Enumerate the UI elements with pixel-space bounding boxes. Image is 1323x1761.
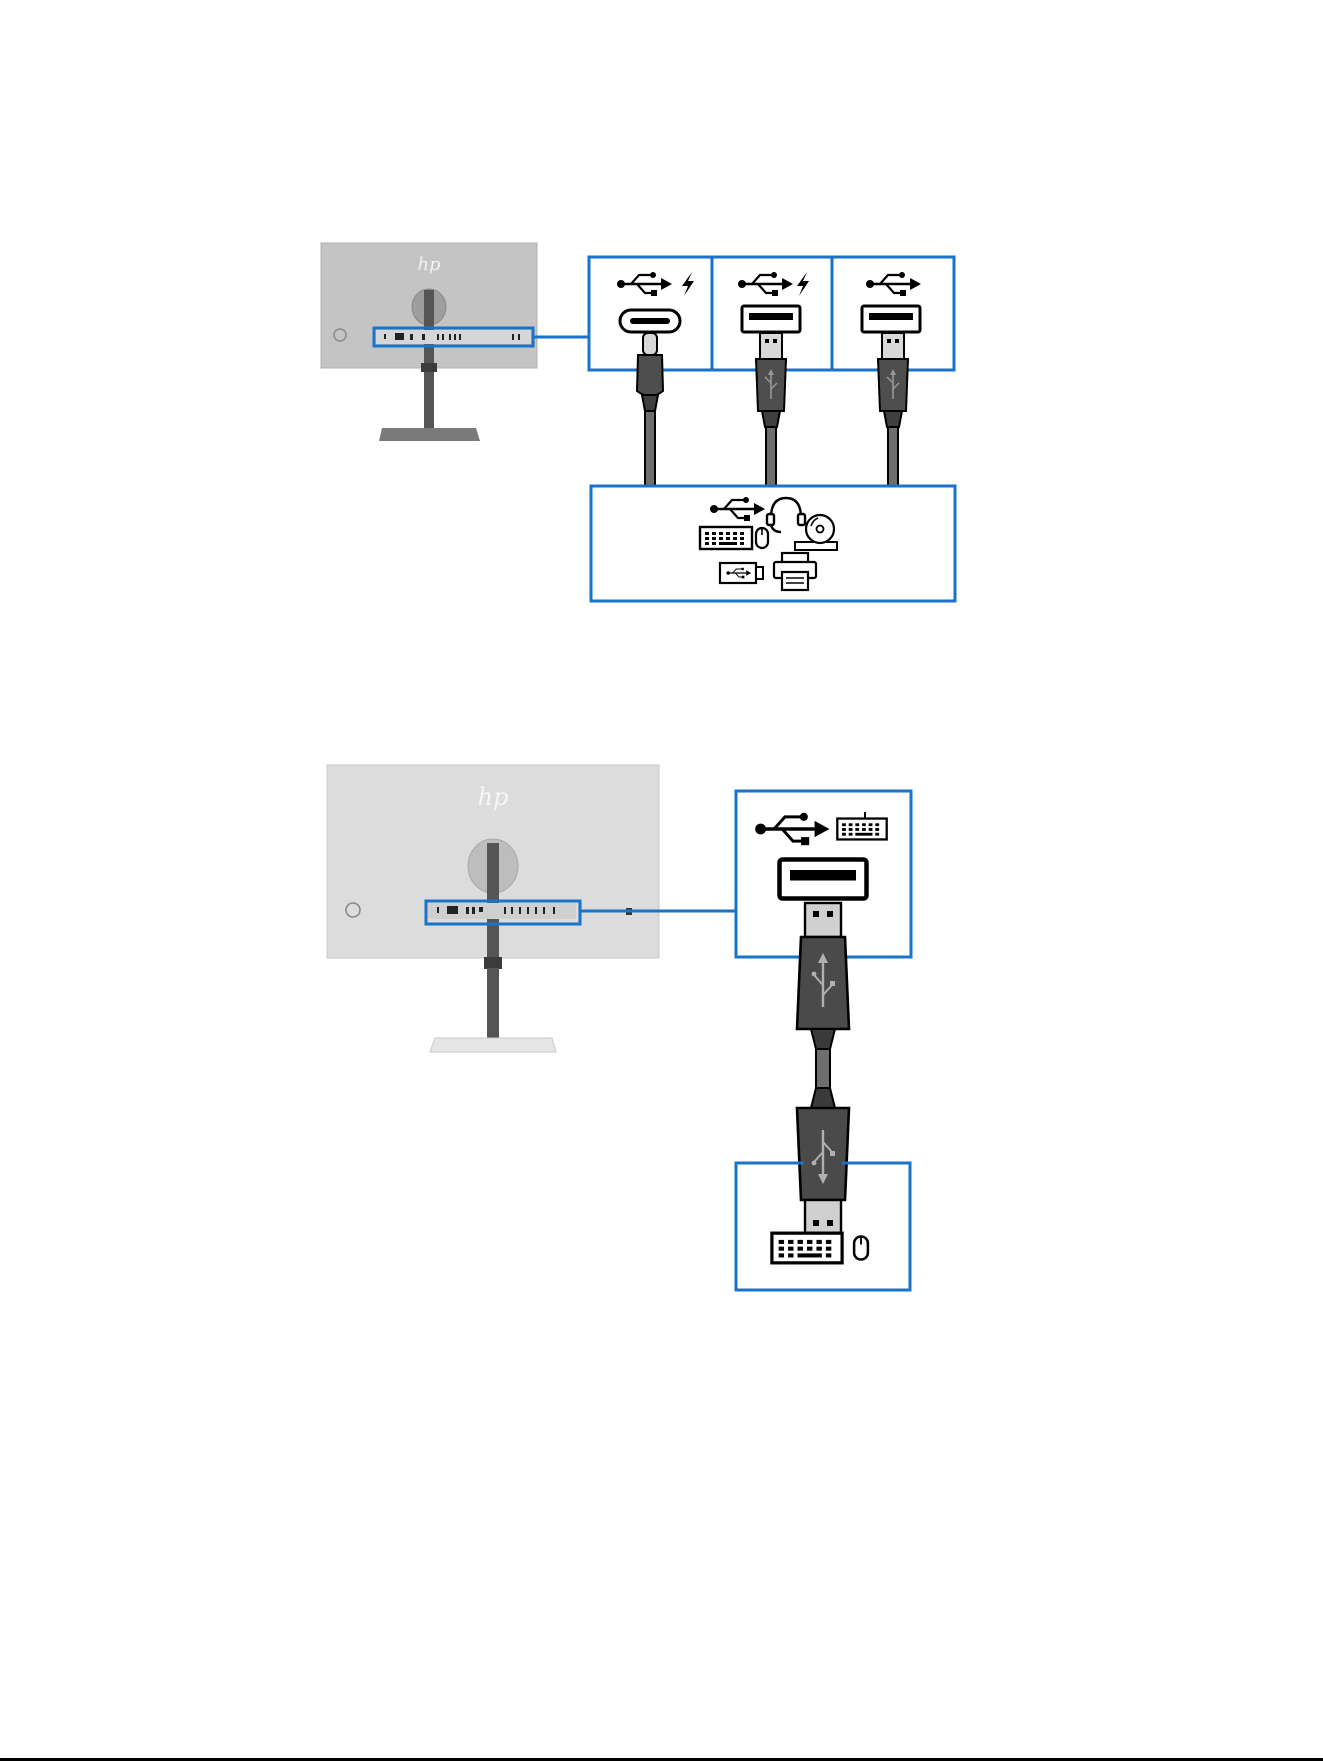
keyboard-icon xyxy=(837,819,886,840)
mouse-icon xyxy=(854,1237,868,1260)
hp-logo-icon: hp xyxy=(417,254,441,275)
usb-a-port-icon xyxy=(780,860,867,899)
usb-figure-bottom: hp xyxy=(327,765,911,1290)
usb-figure-top: hp xyxy=(321,243,955,601)
usb-a-plug-icon xyxy=(797,1108,849,1200)
hp-logo-icon: hp xyxy=(478,783,509,811)
monitor-back-top: hp xyxy=(321,243,537,380)
keyboard-icon xyxy=(772,1233,842,1263)
usb-a-plug-icon xyxy=(797,937,849,1029)
usb-a-port-icon xyxy=(742,306,800,332)
keyboard-icon xyxy=(700,527,752,549)
devices-callout-top xyxy=(591,486,955,601)
mouse-icon xyxy=(756,528,768,548)
monitor-back-bottom: hp xyxy=(327,765,659,969)
stand-top xyxy=(379,372,480,441)
stand-bottom xyxy=(430,968,556,1052)
usb-c-port-icon xyxy=(620,310,680,332)
usb-a-port-icon xyxy=(862,306,920,332)
flash-drive-icon xyxy=(720,563,763,583)
usb-a-to-usb-a-cable xyxy=(797,903,849,1234)
